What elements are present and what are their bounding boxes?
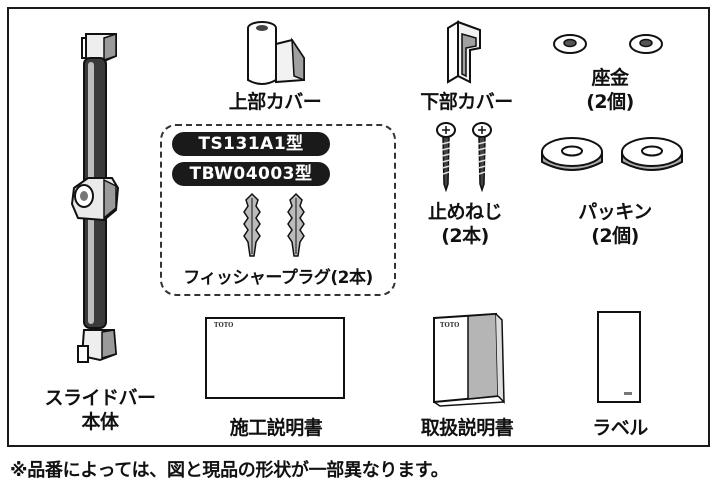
gasket-label: パッキン (2個) bbox=[560, 200, 670, 248]
washer-label: 座金 (2個) bbox=[560, 66, 660, 114]
lower-cover-label: 下部カバー bbox=[420, 91, 513, 113]
screws-label-line1: 止めねじ bbox=[427, 201, 503, 223]
slide-bar-label: スライドバー 本体 bbox=[30, 386, 170, 434]
gasket-label-line2: (2個) bbox=[591, 225, 639, 247]
gasket-illustration bbox=[541, 137, 683, 171]
parts-list-frame bbox=[7, 7, 710, 447]
gasket-label-line1: パッキン bbox=[578, 201, 652, 223]
user-manual-label: 取扱説明書 bbox=[420, 417, 514, 439]
slide-bar-label-line2: 本体 bbox=[81, 411, 119, 433]
upper-cover-illustration bbox=[247, 21, 305, 85]
washer-label-line2: (2個) bbox=[586, 91, 634, 113]
model-badge-1: TS131A1型 bbox=[172, 132, 330, 156]
user-manual-illustration bbox=[433, 312, 505, 407]
screws-label: 止めねじ (2本) bbox=[410, 200, 520, 248]
washer-label-line1: 座金 bbox=[591, 67, 629, 89]
slide-bar-label-line1: スライドバー bbox=[44, 387, 156, 409]
install-manual-brand: TOTO bbox=[214, 322, 234, 329]
user-manual-brand: TOTO bbox=[440, 322, 460, 329]
screws-illustration bbox=[436, 122, 492, 193]
install-manual-illustration bbox=[205, 317, 345, 399]
label-sticker-label: ラベル bbox=[592, 417, 648, 439]
model-badge-2: TBW04003型 bbox=[172, 162, 330, 186]
install-manual-label: 施工説明書 bbox=[229, 417, 323, 439]
washer-illustration bbox=[553, 34, 663, 54]
upper-cover-label: 上部カバー bbox=[228, 91, 322, 113]
screws-label-line2: (2本) bbox=[441, 225, 489, 247]
lower-cover-illustration bbox=[447, 20, 481, 84]
slide-bar-illustration bbox=[70, 32, 120, 363]
fischer-plug-illustration bbox=[243, 192, 305, 257]
footnote: ※品番によっては、図と現品の形状が一部異なります。 bbox=[10, 460, 449, 481]
label-sticker-illustration bbox=[597, 311, 641, 403]
fischer-plug-label: フィッシャープラグ(2本) bbox=[183, 268, 373, 288]
fischer-plug-group bbox=[160, 124, 396, 296]
